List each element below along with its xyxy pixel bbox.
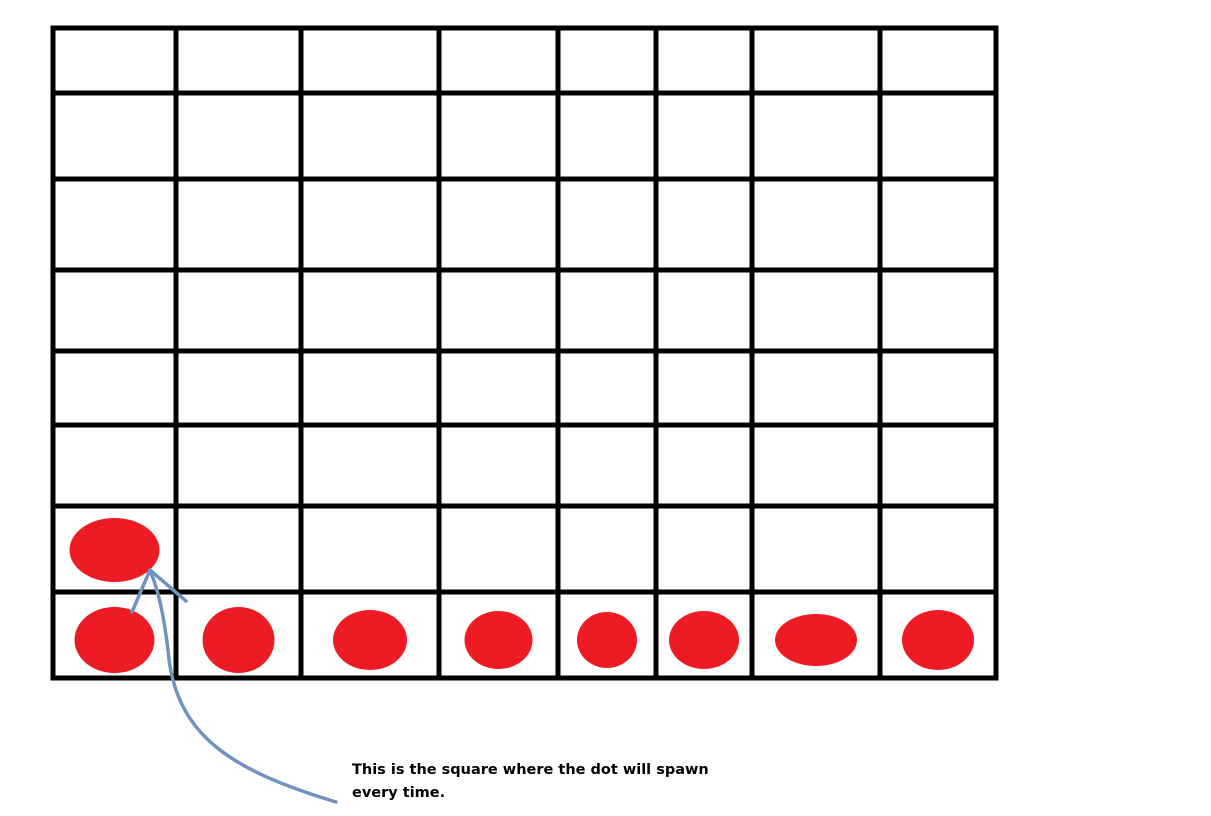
game-grid [50,25,999,681]
spawn-arrow-head [130,568,188,614]
spawn-annotation-line-1: This is the square where the dot will sp… [352,762,709,778]
dot-row8-col8 [902,610,974,670]
spawn-arrow [130,568,338,804]
spawned-dot [69,518,160,582]
dot-layer [69,518,974,673]
dot-row8-col5 [577,612,637,668]
spawn-annotation: This is the square where the dot will sp… [352,759,752,805]
dot-row8-col3 [333,610,407,670]
dot-row8-col6 [669,611,739,669]
dot-row8-col4 [464,611,533,669]
dot-row8-col7 [775,614,857,666]
dot-row8-col2 [202,607,275,673]
spawn-arrow-shaft [148,568,338,804]
dot-row8-col1 [74,607,155,673]
spawn-annotation-line-2: every time. [352,785,446,801]
